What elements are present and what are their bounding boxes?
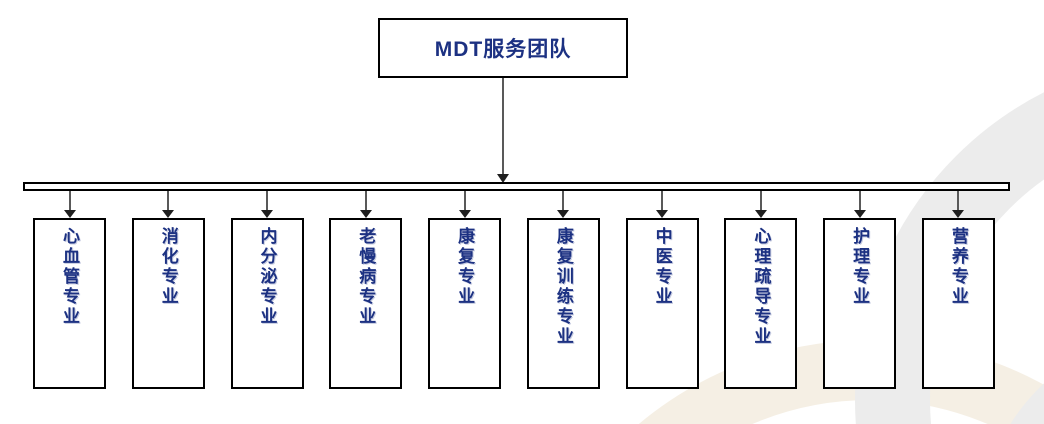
branch-unit: 康复专业 [428,191,502,389]
branch-node: 心理疏导专业 [724,218,798,389]
branch-node: 中医专业 [625,218,699,389]
branch-row: 心血管专业 消化专业 内分泌专业 老慢病专业 康复专业 康复训练专业 [33,191,995,389]
branch-arrow-line [957,191,960,210]
branch-arrowhead-icon [458,210,471,218]
root-node-label: MDT服务团队 [434,38,572,61]
branch-node: 康复专业 [428,218,502,389]
branch-node: 护理专业 [823,218,897,389]
branch-label: 老慢病专业 [356,227,376,327]
branch-unit: 护理专业 [823,191,897,389]
branch-label: 营养专业 [948,227,968,307]
branch-arrowhead-icon [656,210,669,218]
root-node-mdt-team: MDT服务团队 [378,18,628,78]
branch-node: 内分泌专业 [230,218,304,389]
branch-arrowhead-icon [162,210,175,218]
branch-arrow-line [759,191,762,210]
branch-unit: 内分泌专业 [230,191,304,389]
branch-arrowhead-icon [952,210,965,218]
root-connector-line [502,78,504,175]
branch-label: 康复训练专业 [553,227,573,347]
branch-arrow-line [858,191,861,210]
branch-unit: 营养专业 [921,191,995,389]
branch-arrowhead-icon [754,210,767,218]
branch-arrowhead-icon [63,210,76,218]
branch-arrowhead-icon [359,210,372,218]
branch-arrowhead-icon [557,210,570,218]
branch-arrow-line [266,191,269,210]
branch-unit: 中医专业 [625,191,699,389]
branch-node: 康复训练专业 [526,218,600,389]
branch-label: 心血管专业 [60,227,79,327]
distribution-bar [23,182,1010,191]
branch-unit: 心理疏导专业 [724,191,798,389]
branch-arrow-line [364,191,367,210]
branch-label: 康复专业 [455,227,475,307]
branch-unit: 康复训练专业 [526,191,600,389]
branch-node: 营养专业 [921,218,995,389]
branch-arrow-line [562,191,565,210]
branch-arrowhead-icon [261,210,274,218]
branch-arrow-line [68,191,71,210]
branch-node: 老慢病专业 [329,218,403,389]
branch-node: 心血管专业 [33,218,106,389]
root-connector-arrowhead-icon [497,174,509,183]
branch-unit: 心血管专业 [33,191,106,389]
branch-unit: 消化专业 [131,191,205,389]
branch-node: 消化专业 [131,218,205,389]
branch-arrow-line [463,191,466,210]
branch-label: 心理疏导专业 [751,227,771,347]
branch-label: 消化专业 [158,227,178,307]
branch-unit: 老慢病专业 [329,191,403,389]
branch-label: 内分泌专业 [257,227,277,327]
branch-arrow-line [661,191,664,210]
branch-arrowhead-icon [853,210,866,218]
branch-arrow-line [167,191,170,210]
branch-label: 中医专业 [652,227,672,307]
branch-label: 护理专业 [850,227,870,307]
